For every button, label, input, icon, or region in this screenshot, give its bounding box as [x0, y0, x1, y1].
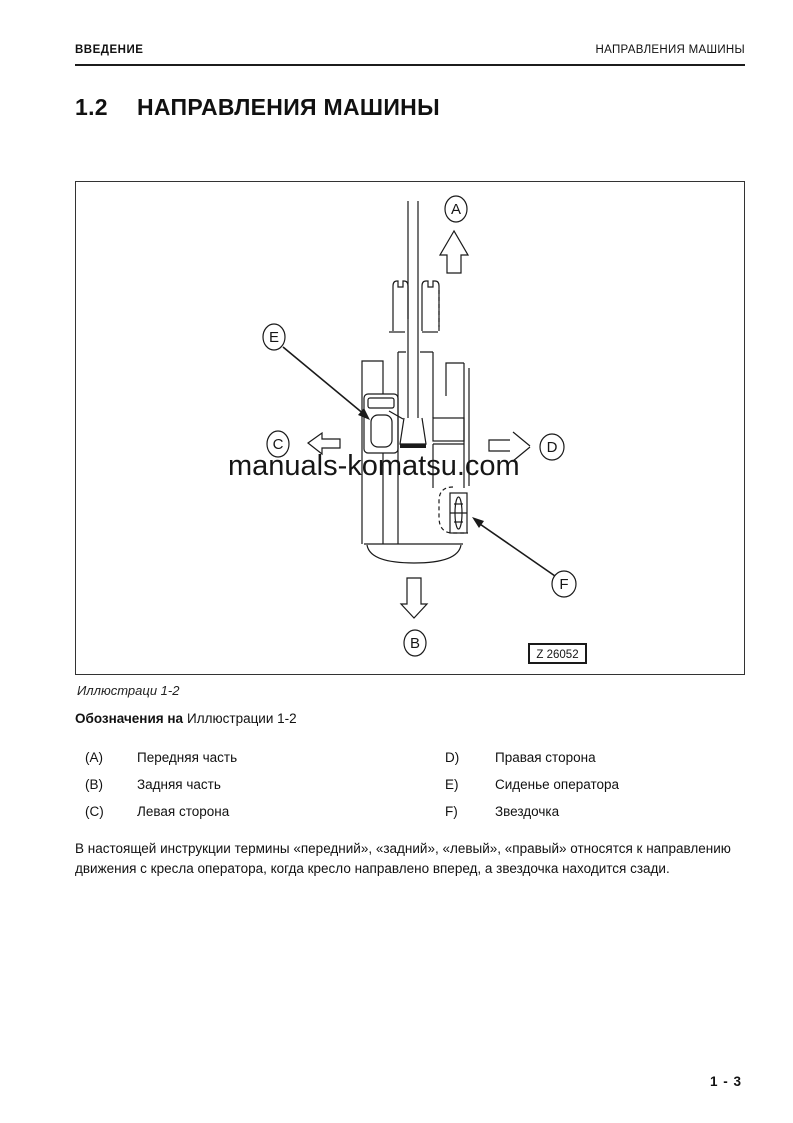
svg-text:D: D [547, 439, 558, 456]
marker-a: A [444, 195, 468, 223]
operator-seat [363, 393, 404, 454]
legend-heading-rest: Иллюстрации 1-2 [187, 711, 297, 726]
svg-text:E: E [269, 329, 279, 346]
sprocket-shape [438, 486, 468, 534]
svg-text:A: A [451, 201, 461, 218]
legend-key: (A) [85, 750, 103, 765]
legend-label: Сиденье оператора [495, 777, 620, 792]
legend-label: Задняя часть [137, 777, 221, 792]
left-arrow-icon [306, 431, 341, 456]
legend-label: Правая сторона [495, 750, 596, 765]
header-section-label: ВВЕДЕНИЕ [75, 44, 144, 56]
legend-item: (B) Задняя часть [85, 777, 237, 804]
body-paragraph: В настоящей инструкции термины «передний… [75, 841, 731, 876]
drawing-number: Z 26052 [536, 649, 578, 661]
seat-pointer-line [282, 346, 370, 420]
figure-box: A B C D E F [75, 181, 745, 675]
right-arrow-icon [488, 431, 531, 462]
boom-lines [407, 201, 419, 418]
svg-text:B: B [410, 635, 420, 652]
front-arrow-icon [438, 229, 470, 274]
legend-key: E) [445, 777, 459, 792]
left-track [361, 360, 384, 544]
rear-arrow-icon [399, 577, 429, 619]
right-track [445, 362, 470, 488]
legend-item: E) Сиденье оператора [445, 777, 619, 804]
legend-label: Звездочка [495, 804, 560, 819]
marker-c: C [266, 430, 290, 458]
counterweight-arc [364, 543, 463, 564]
sprocket-pointer-line [472, 517, 556, 577]
bucket-outline [389, 280, 440, 333]
page-title: 1.2 НАПРАВЛЕНИЯ МАШИНЫ [75, 94, 440, 121]
legend-key: F) [445, 804, 458, 819]
legend-key: (C) [85, 804, 104, 819]
svg-text:F: F [559, 576, 568, 593]
legend-item: D) Правая сторона [445, 750, 619, 777]
legend-item: (C) Левая сторона [85, 804, 237, 831]
section-title-text: НАПРАВЛЕНИЯ МАШИНЫ [137, 94, 440, 120]
legend-heading-bold: Обозначения на [75, 711, 184, 726]
figure-caption: Иллюстраци 1-2 [77, 683, 180, 698]
legend-label: Левая сторона [137, 804, 230, 819]
legend-item: (A) Передняя часть [85, 750, 237, 777]
watermark-text: manuals-komatsu.com [228, 450, 520, 482]
marker-b: B [403, 629, 427, 657]
legend-key: D) [445, 750, 460, 765]
page-number: 1 - 3 [709, 1074, 742, 1089]
svg-text:C: C [273, 436, 284, 453]
legend-column-left: (A) Передняя часть (B) Задняя часть (C) … [85, 750, 237, 831]
marker-f: F [551, 570, 577, 598]
legend-column-right: D) Правая сторона E) Сиденье оператора F… [445, 750, 619, 831]
machine-direction-diagram: A B C D E F [228, 195, 587, 664]
legend-key: (B) [85, 777, 103, 792]
header-rule [75, 64, 745, 66]
marker-d: D [539, 433, 565, 461]
legend-item: F) Звездочка [445, 804, 619, 831]
marker-e: E [262, 323, 286, 351]
drawing-number-box: Z 26052 [528, 643, 587, 664]
section-number: 1.2 [75, 94, 108, 120]
header-chapter-label: НАПРАВЛЕНИЯ МАШИНЫ [595, 44, 745, 56]
legend-label: Передняя часть [137, 750, 238, 765]
